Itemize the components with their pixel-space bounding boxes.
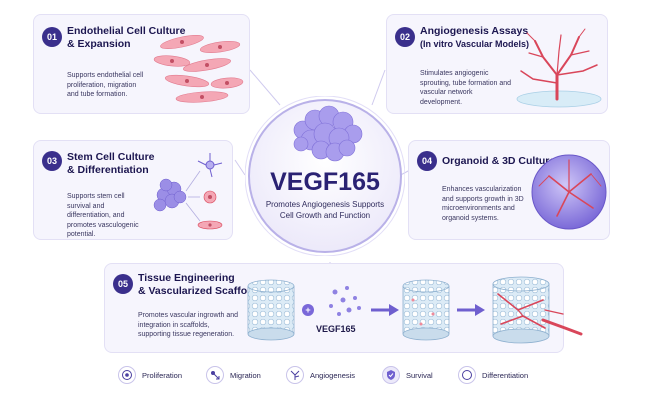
angiogenesis-icon: [286, 366, 304, 384]
proliferation-icon: [118, 366, 136, 384]
endothelial-cells-illustration: [153, 35, 244, 103]
card-number: 02: [395, 27, 415, 47]
card-description: Promotes vascular ingrowth and integrati…: [138, 312, 238, 338]
card-number: 04: [417, 151, 437, 171]
scaffold-empty: [247, 279, 295, 341]
legend-differentiation: Differentiation: [458, 366, 528, 384]
card-title: Tissue Engineering& Vascularized Scaffol…: [138, 272, 263, 297]
differentiation-icon: [458, 366, 476, 384]
card-number: 05: [113, 274, 133, 294]
card-description: Supports stem cell survival and differen…: [67, 193, 139, 238]
card-stem-cell: 03 Stem Cell Culture& Differentiation Su…: [33, 140, 233, 240]
card-title: Endothelial Cell Culture& Expansion: [67, 25, 186, 50]
card-tissue-engineering: 05 Tissue Engineering& Vascularized Scaf…: [104, 263, 564, 353]
organoid-illustration: [531, 154, 607, 230]
card-title: Stem Cell Culture& Differentiation: [67, 151, 155, 176]
vegf-protein-cluster: [293, 105, 363, 162]
center-title: VEGF165: [270, 168, 380, 196]
card-angiogenesis-assays: 02 Angiogenesis Assays(In vitro Vascular…: [386, 14, 608, 114]
center-circle: [245, 96, 405, 256]
card-number: 01: [42, 27, 62, 47]
scaffold-seeded: [402, 279, 450, 341]
migration-icon: [206, 366, 224, 384]
legend-proliferation: Proliferation: [118, 366, 182, 384]
arrow-right-icon: [389, 304, 399, 316]
scaffold-sequence-illustration: +: [247, 276, 583, 344]
legend-migration: Migration: [206, 366, 261, 384]
stem-cell-differentiation-illustration: [153, 153, 223, 230]
card-organoid: 04 Organoid & 3D Culture Enhances vascul…: [408, 140, 610, 240]
vegf-particles: [329, 286, 361, 316]
card-endothelial: 01 Endothelial Cell Culture& Expansion S…: [33, 14, 250, 114]
plus-icon: [302, 304, 314, 316]
card-title: Organoid & 3D Culture: [442, 155, 556, 167]
card-description: Enhances vascularization and supports gr…: [442, 186, 524, 222]
card-number: 03: [42, 151, 62, 171]
center-subtitle: Promotes Angiogenesis Supports Cell Grow…: [265, 200, 385, 220]
legend-angiogenesis: Angiogenesis: [286, 366, 355, 384]
scaffold-vascularized: [492, 276, 583, 344]
arrow-right-icon: [475, 304, 485, 316]
vascular-network-illustration: [516, 28, 602, 108]
svg-text:+: +: [305, 305, 310, 315]
card-description: Stimulates angiogenic sprouting, tube fo…: [420, 70, 512, 106]
legend-survival: Survival: [382, 366, 433, 384]
scaffold-vegf-label: VEGF165: [316, 324, 356, 334]
card-description: Supports endothelial cell proliferation,…: [67, 72, 144, 98]
card-title: Angiogenesis Assays(In vitro Vascular Mo…: [420, 25, 530, 49]
survival-shield-icon: [382, 366, 400, 384]
